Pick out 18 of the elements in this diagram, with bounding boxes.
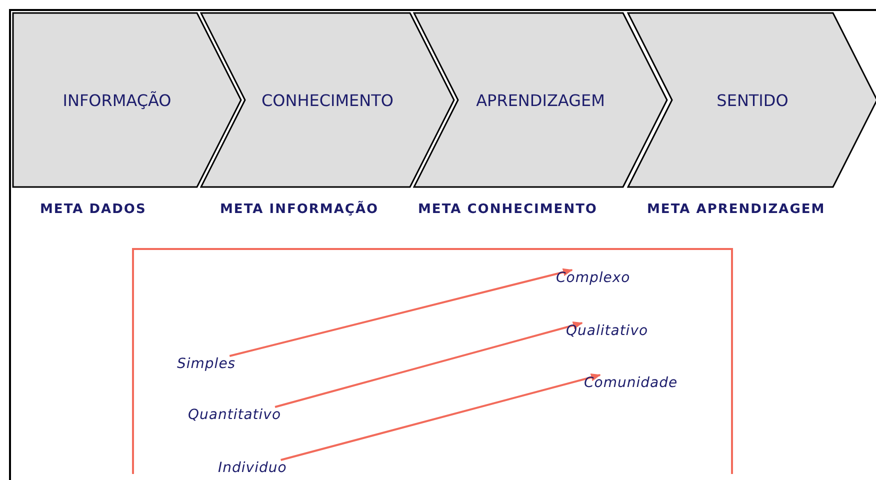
step-label: APRENDIZAGEM bbox=[475, 90, 606, 110]
term-label: Individuo bbox=[218, 460, 287, 476]
step-caption: META INFORMAÇÃO bbox=[220, 200, 380, 219]
step-caption: META CONHECIMENTO bbox=[418, 201, 598, 219]
step-label: INFORMAÇÃO bbox=[62, 90, 172, 110]
step-label: SENTIDO bbox=[716, 90, 790, 110]
step-caption: META DADOS bbox=[40, 201, 148, 219]
outline-frame bbox=[132, 248, 733, 474]
step-label: CONHECIMENTO bbox=[260, 90, 394, 110]
term-label: Simples bbox=[177, 356, 236, 372]
term-label: Quantitativo bbox=[188, 407, 282, 423]
arrow bbox=[229, 268, 573, 357]
term-label: Qualitativo bbox=[566, 323, 648, 339]
step-caption: META APRENDIZAGEM bbox=[647, 201, 826, 219]
arrow bbox=[274, 322, 583, 408]
arrow bbox=[280, 373, 601, 461]
term-label: Comunidade bbox=[584, 375, 678, 391]
term-label: Complexo bbox=[556, 270, 630, 286]
